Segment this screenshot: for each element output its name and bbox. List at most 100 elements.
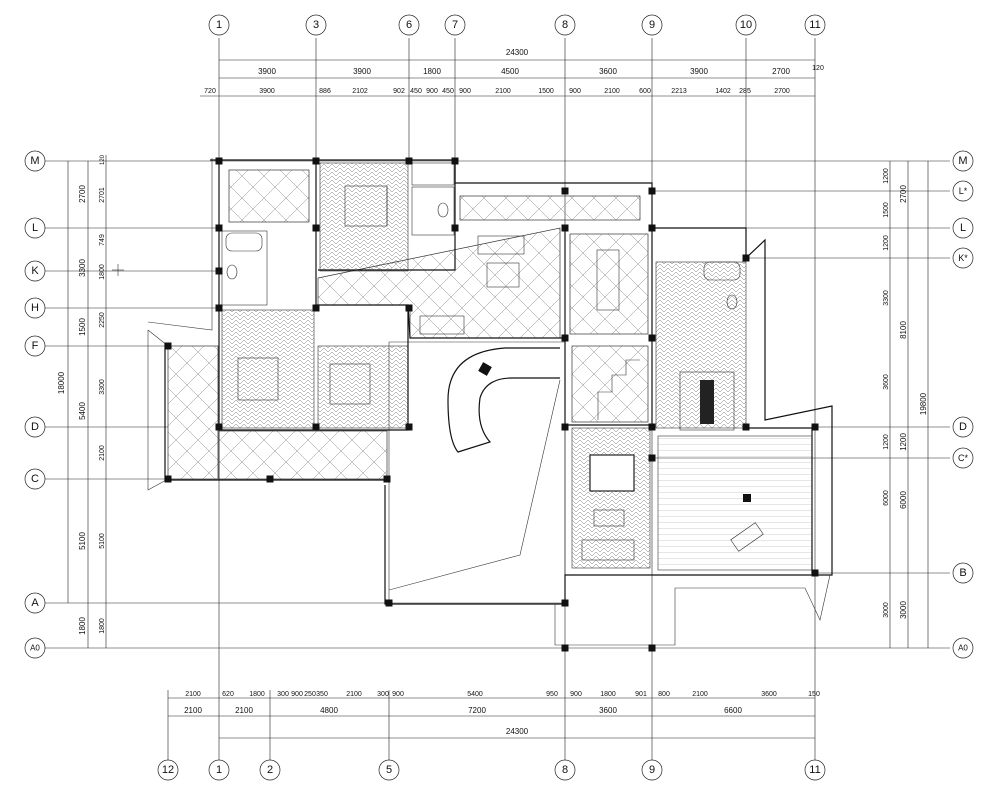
axis-label: 1 [216, 19, 222, 31]
column [648, 454, 656, 462]
dim: 2213 [671, 88, 687, 95]
column [383, 475, 391, 483]
column [451, 224, 459, 232]
dim: 2700 [899, 185, 908, 203]
dim: 5400 [78, 402, 87, 420]
column [648, 224, 656, 232]
dining-table-icon [589, 249, 635, 527]
dim: 2100 [235, 706, 253, 715]
axis-label: D [959, 421, 967, 433]
axis-label: B [959, 567, 966, 579]
dim-total-top: 24300 [506, 48, 529, 57]
column [561, 187, 569, 195]
dim: 3300 [883, 290, 890, 306]
axis-label: A [31, 597, 39, 609]
axis-label: M [30, 155, 39, 167]
dim: 900 [291, 691, 303, 698]
bedroom-north [319, 162, 409, 272]
column [385, 599, 393, 607]
dim: 4800 [320, 706, 338, 715]
dim: 3300 [99, 379, 106, 395]
dim: 3900 [258, 67, 276, 76]
axis-label: 6 [406, 19, 412, 31]
top-dimensions: 24300 3900 3900 1800 4500 3600 3900 2700… [200, 48, 824, 97]
column [451, 157, 459, 165]
dim: 1800 [78, 617, 87, 635]
left-dimensions: 18000 2700 3300 1500 5400 5100 1800 120 … [57, 154, 124, 648]
dim: 1500 [78, 318, 87, 336]
dim: 120 [100, 154, 106, 165]
axis-label: 2 [267, 764, 273, 776]
column [164, 342, 172, 350]
axis-label: 11 [809, 764, 820, 776]
spiral-stair-icon [447, 347, 560, 453]
dim: 1800 [423, 67, 441, 76]
column [648, 334, 656, 342]
dim-total-bottom: 24300 [506, 727, 529, 736]
top-axis-bubbles: 1 3 6 7 8 9 10 11 [208, 14, 826, 36]
axis-label: K* [958, 253, 968, 263]
column [405, 157, 413, 165]
axis-label: D [31, 421, 39, 433]
dim: 2700 [78, 185, 87, 203]
axis-label: L [32, 222, 38, 234]
dim: 250 [304, 691, 316, 698]
sofa-icon [419, 235, 635, 561]
bed-icon [679, 371, 735, 431]
dim: 350 [316, 691, 328, 698]
axis-label: A0 [30, 644, 40, 653]
dim: 620 [222, 691, 234, 698]
axis-label: M [958, 155, 967, 167]
bottom-axis-bubbles: 12 1 2 5 8 9 11 [157, 759, 826, 781]
dim: 720 [204, 88, 216, 95]
dim: 600 [639, 88, 651, 95]
dim: 1200 [899, 433, 908, 451]
bathtub-icon [225, 232, 741, 281]
dim-total-right: 19800 [919, 392, 928, 415]
dim: 3000 [883, 602, 890, 618]
dim: 900 [426, 88, 438, 95]
building-plan [147, 158, 833, 646]
dim: 3900 [353, 67, 371, 76]
dim: 1800 [600, 691, 616, 698]
column [312, 157, 320, 165]
dim: 1800 [99, 264, 106, 280]
axis-label: 9 [649, 764, 655, 776]
dim: 450 [410, 88, 422, 95]
dim: 2100 [346, 691, 362, 698]
axis-label: 8 [562, 19, 568, 31]
dim: 1500 [883, 202, 890, 218]
south-terrace [218, 430, 388, 480]
axis-label: K [31, 265, 39, 277]
dim: 900 [569, 88, 581, 95]
column [648, 644, 656, 652]
study [571, 427, 651, 569]
column [312, 224, 320, 232]
dim: 300 [277, 691, 289, 698]
axis-label: H [31, 302, 39, 314]
dim: 1500 [538, 88, 554, 95]
column [215, 267, 223, 275]
dim: 1800 [249, 691, 265, 698]
column [215, 224, 223, 232]
dim: 886 [319, 88, 331, 95]
dim: 450 [442, 88, 454, 95]
dim: 1200 [883, 235, 890, 251]
bed-icon [329, 363, 371, 405]
dim: 3600 [883, 374, 890, 390]
north-balcony [459, 195, 641, 221]
column [811, 423, 819, 431]
column [561, 423, 569, 431]
axis-label: 7 [452, 19, 458, 31]
left-axis-bubbles: M L K H F D C A A0 [24, 150, 46, 659]
axis-label: 12 [162, 764, 174, 776]
axis-label: 10 [740, 19, 752, 31]
dim: 6600 [724, 706, 742, 715]
dim: 902 [393, 88, 405, 95]
column [742, 423, 750, 431]
coffee-table-icon [486, 262, 520, 288]
dim: 3300 [78, 259, 87, 277]
dim: 3600 [599, 67, 617, 76]
column [561, 224, 569, 232]
